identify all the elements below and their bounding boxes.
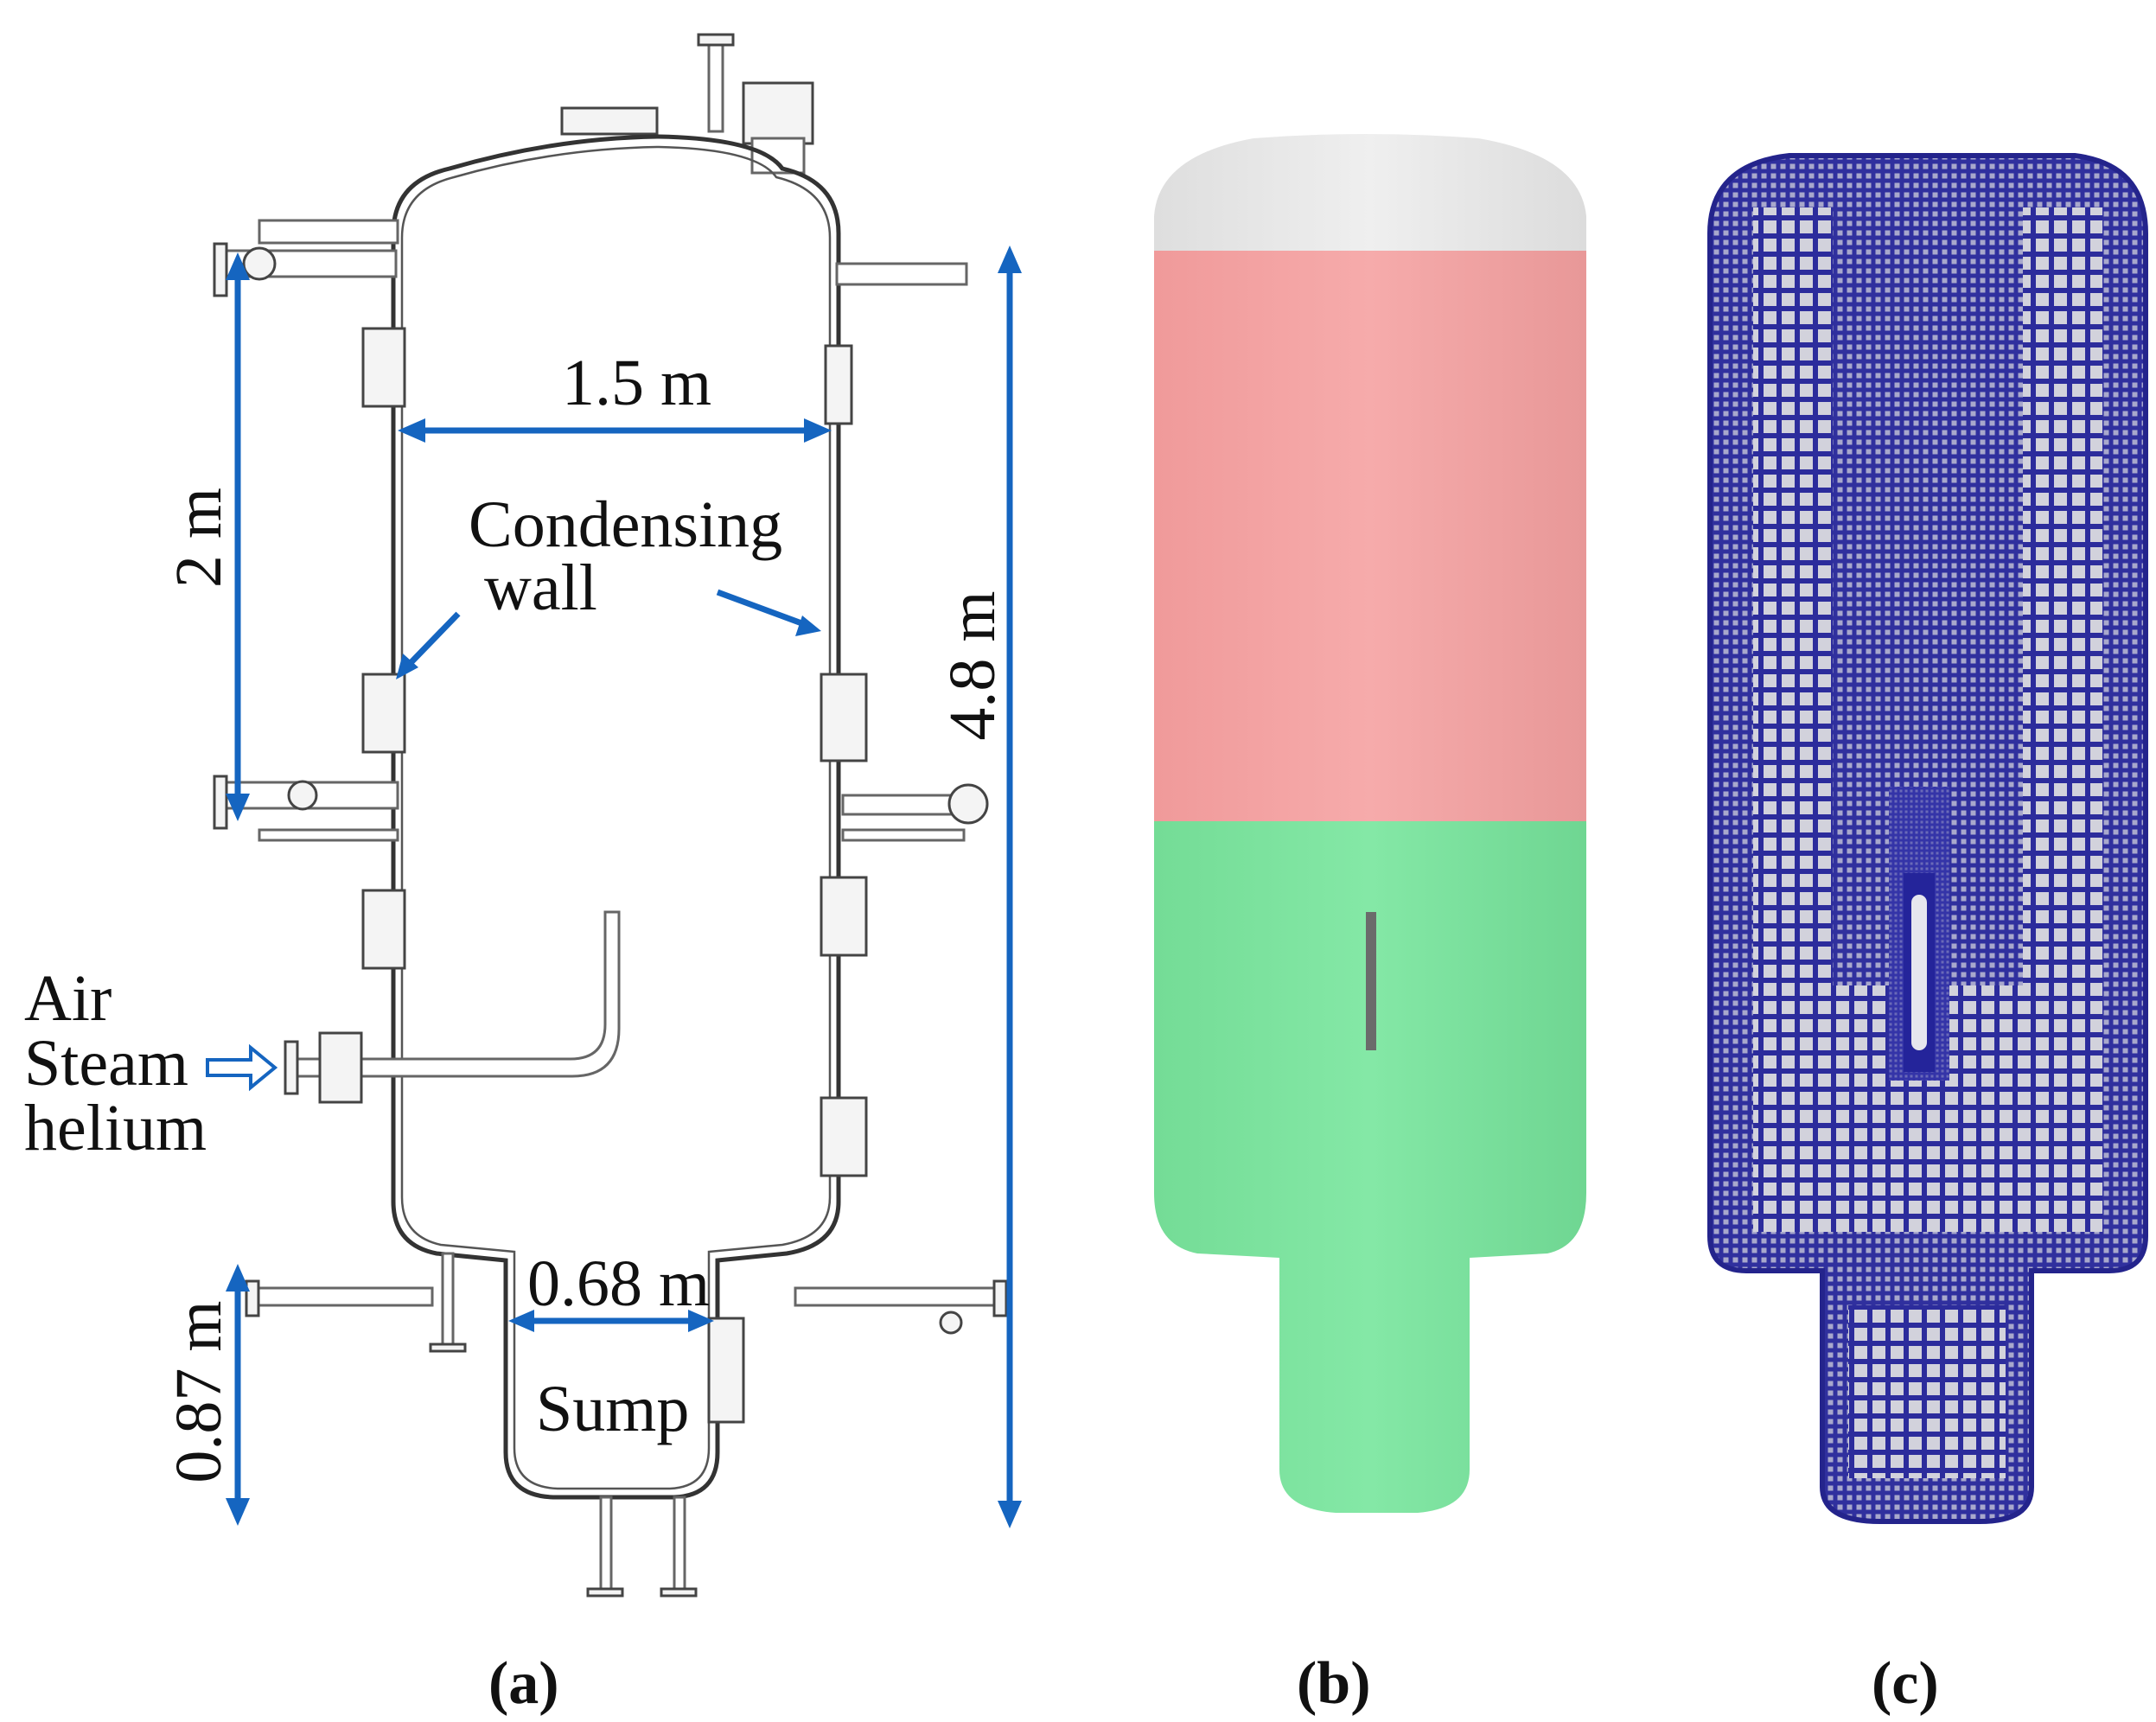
injector-rod: [1366, 912, 1376, 1050]
left-nozzles: [213, 219, 406, 970]
panel-a-drawing: [213, 33, 1013, 1598]
label-upper-height: 2 m: [163, 488, 235, 588]
label-wall: wall: [484, 552, 597, 624]
label-diameter: 1.5 m: [562, 347, 711, 419]
top-nozzles: [560, 33, 814, 175]
label-inlet-air: Air: [24, 962, 112, 1035]
mesh-outline: [1707, 153, 2148, 1524]
dimension-total-height: [998, 246, 1022, 1528]
caption-a: (a): [488, 1650, 559, 1717]
right-nozzles: [245, 262, 1013, 1424]
caption-b: (b): [1297, 1650, 1371, 1717]
label-total-height: 4.8 m: [936, 590, 1009, 740]
dimension-sump-height: [226, 1264, 250, 1526]
inlet-arrow-icon: [206, 1043, 278, 1092]
label-sump-height: 0.87 m: [163, 1300, 235, 1483]
dimension-sump-diameter: [508, 1310, 714, 1332]
label-sump-diameter: 0.68 m: [527, 1247, 710, 1320]
caption-c: (c): [1872, 1650, 1939, 1717]
support-legs: [429, 1252, 698, 1598]
condensing-wall-arrows: [396, 589, 821, 679]
panel-b-geometry: [1154, 134, 1586, 1513]
label-condensing: Condensing: [469, 488, 782, 561]
vessel-cap-region: [1154, 134, 1586, 251]
inlet-pipe: [284, 910, 621, 1104]
injector-rod-mesh: [1911, 895, 1927, 1050]
dimension-diameter: [398, 418, 832, 443]
vessel-lower-region: [1154, 821, 1586, 1513]
label-inlet-steam: Steam: [24, 1027, 188, 1100]
panel-c-mesh: [1710, 156, 2146, 1521]
label-sump: Sump: [536, 1373, 689, 1445]
dimension-upper-height: [226, 252, 250, 821]
vessel-upper-region: [1154, 251, 1586, 821]
label-inlet-helium: helium: [24, 1092, 207, 1164]
vessel-shell: [391, 134, 841, 1500]
